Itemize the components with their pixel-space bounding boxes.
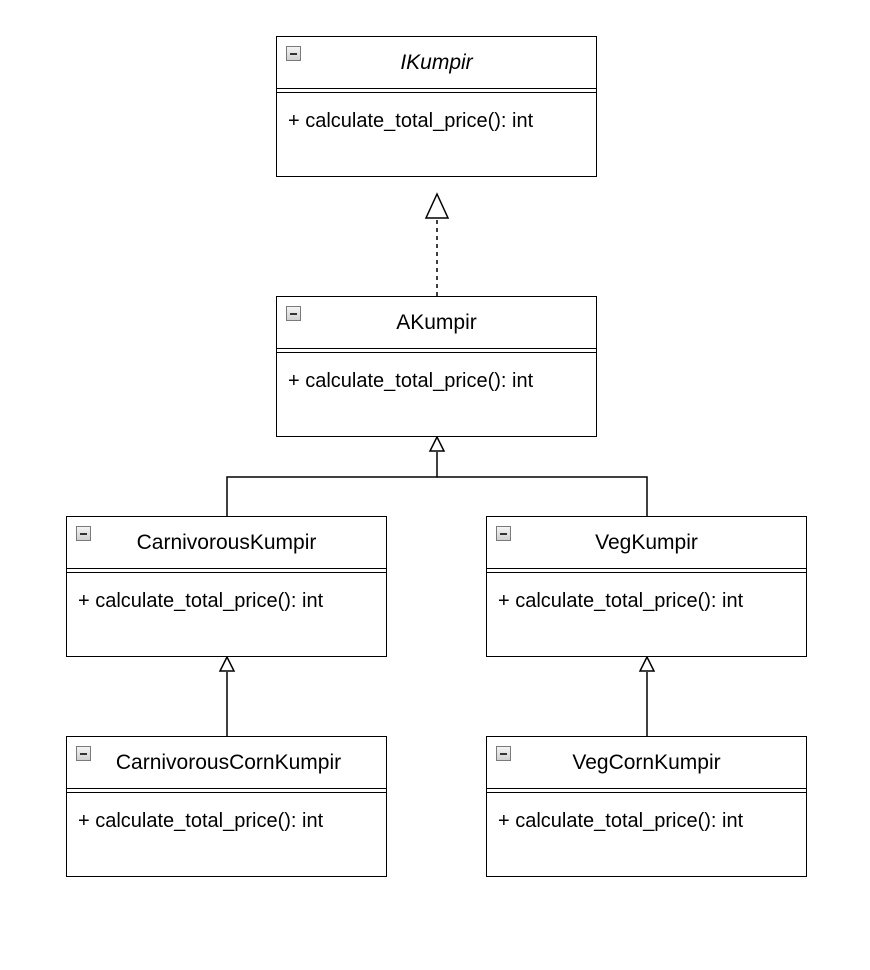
generalization-carnivorous-akumpir-line[interactable] bbox=[226, 452, 438, 516]
class-header: CarnivorousKumpir bbox=[67, 517, 386, 568]
class-header: VegKumpir bbox=[487, 517, 806, 568]
class-header: IKumpir bbox=[277, 37, 596, 88]
method-item: + calculate_total_price(): int bbox=[288, 110, 534, 132]
method-compartment: + calculate_total_price(): int bbox=[277, 353, 596, 393]
class-box-carnivorous-kumpir[interactable]: CarnivorousKumpir + calculate_total_pric… bbox=[66, 516, 387, 657]
generalization-arrowhead-icon bbox=[428, 435, 446, 452]
class-box-veg-kumpir[interactable]: VegKumpir + calculate_total_price(): int bbox=[486, 516, 807, 657]
class-name-carnivorous-kumpir: CarnivorousKumpir bbox=[136, 531, 317, 554]
generalization-arrowhead-icon bbox=[218, 655, 236, 672]
class-name-carnivorous-corn-kumpir: CarnivorousCornKumpir bbox=[115, 751, 342, 774]
method-item: + calculate_total_price(): int bbox=[288, 370, 534, 392]
method-compartment: + calculate_total_price(): int bbox=[67, 793, 386, 833]
attribute-compartment-divider bbox=[277, 88, 596, 93]
method-compartment: + calculate_total_price(): int bbox=[487, 793, 806, 833]
collapse-toggle-icon[interactable] bbox=[496, 526, 511, 541]
method-item: + calculate_total_price(): int bbox=[498, 590, 744, 612]
class-box-veg-corn-kumpir[interactable]: VegCornKumpir + calculate_total_price():… bbox=[486, 736, 807, 877]
method-compartment: + calculate_total_price(): int bbox=[277, 93, 596, 133]
realization-arrowhead-icon bbox=[424, 192, 450, 219]
collapse-toggle-icon[interactable] bbox=[76, 746, 91, 761]
method-compartment: + calculate_total_price(): int bbox=[67, 573, 386, 613]
generalization-arrowhead-icon bbox=[638, 655, 656, 672]
attribute-compartment-divider bbox=[67, 568, 386, 573]
class-box-akumpir[interactable]: AKumpir + calculate_total_price(): int bbox=[276, 296, 597, 437]
class-name-akumpir: AKumpir bbox=[396, 311, 477, 334]
method-item: + calculate_total_price(): int bbox=[78, 590, 324, 612]
class-name-veg-kumpir: VegKumpir bbox=[595, 531, 698, 554]
class-box-carnivorous-corn-kumpir[interactable]: CarnivorousCornKumpir + calculate_total_… bbox=[66, 736, 387, 877]
method-item: + calculate_total_price(): int bbox=[498, 810, 744, 832]
class-name-ikumpir: IKumpir bbox=[400, 51, 473, 74]
method-item: + calculate_total_price(): int bbox=[78, 810, 324, 832]
collapse-toggle-icon[interactable] bbox=[496, 746, 511, 761]
class-name-veg-corn-kumpir: VegCornKumpir bbox=[572, 751, 721, 774]
attribute-compartment-divider bbox=[487, 568, 806, 573]
collapse-toggle-icon[interactable] bbox=[286, 306, 301, 321]
collapse-toggle-icon[interactable] bbox=[286, 46, 301, 61]
attribute-compartment-divider bbox=[67, 788, 386, 793]
attribute-compartment-divider bbox=[487, 788, 806, 793]
collapse-toggle-icon[interactable] bbox=[76, 526, 91, 541]
method-compartment: + calculate_total_price(): int bbox=[487, 573, 806, 613]
class-header: AKumpir bbox=[277, 297, 596, 348]
class-header: CarnivorousCornKumpir bbox=[67, 737, 386, 788]
class-header: VegCornKumpir bbox=[487, 737, 806, 788]
class-box-ikumpir[interactable]: IKumpir + calculate_total_price(): int bbox=[276, 36, 597, 177]
attribute-compartment-divider bbox=[277, 348, 596, 353]
generalization-veg-akumpir-line[interactable] bbox=[437, 476, 648, 516]
